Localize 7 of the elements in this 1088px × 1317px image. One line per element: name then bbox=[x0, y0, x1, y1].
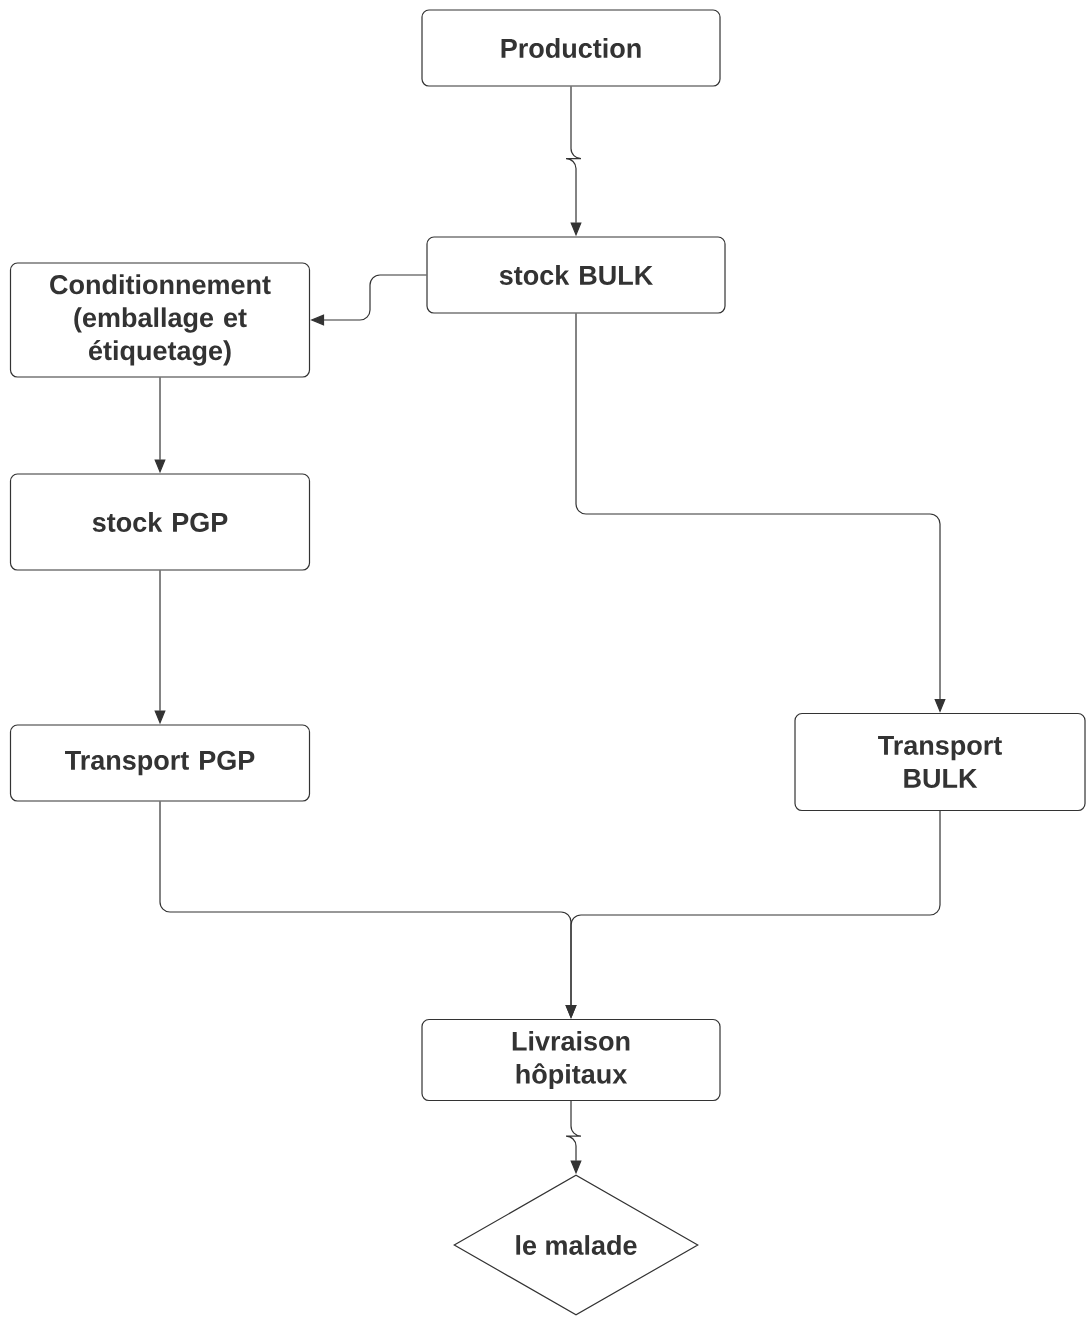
process-box: stock PGP bbox=[9, 473, 311, 571]
process-box: Transport BULK bbox=[794, 712, 1086, 812]
process-box: stock BULK bbox=[426, 236, 726, 314]
process-box: Production bbox=[421, 9, 721, 87]
process-box: Transport PGP bbox=[9, 724, 311, 802]
process-box: Conditionnement (emballage et étiquetage) bbox=[9, 262, 311, 378]
process-box: Livraison hôpitaux bbox=[421, 1018, 721, 1102]
